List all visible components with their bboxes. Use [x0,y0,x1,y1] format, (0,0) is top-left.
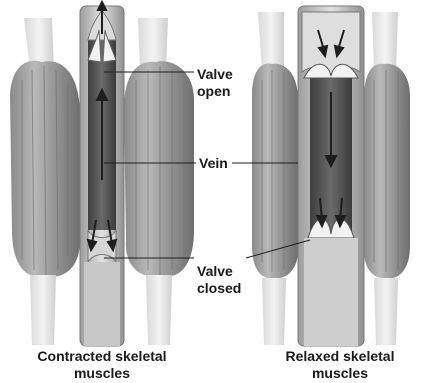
label-valve-closed-line2: closed [197,280,241,297]
label-vein: Vein [199,155,228,172]
left-muscle-outer [10,18,80,345]
vein-relaxed [298,6,364,346]
caption-relaxed: Relaxed skeletal muscles [262,348,418,382]
right-muscle-outer [252,12,298,345]
left-muscle-inner [124,18,194,345]
label-valve-open-line1: Valve [197,66,233,83]
vein-contracted [80,2,124,346]
right-muscle-inner [364,12,410,345]
caption-contracted-line2: muscles [4,365,200,382]
caption-relaxed-line2: muscles [262,365,418,382]
label-valve-open: Valve open [197,66,233,100]
contracted-panel [10,2,194,346]
caption-relaxed-line1: Relaxed skeletal [262,348,418,365]
caption-contracted: Contracted skeletal muscles [4,348,200,382]
label-valve-closed-line1: Valve [197,263,241,280]
label-valve-closed: Valve closed [197,263,241,297]
relaxed-panel [252,6,410,346]
label-valve-open-line2: open [197,83,233,100]
caption-contracted-line1: Contracted skeletal [4,348,200,365]
